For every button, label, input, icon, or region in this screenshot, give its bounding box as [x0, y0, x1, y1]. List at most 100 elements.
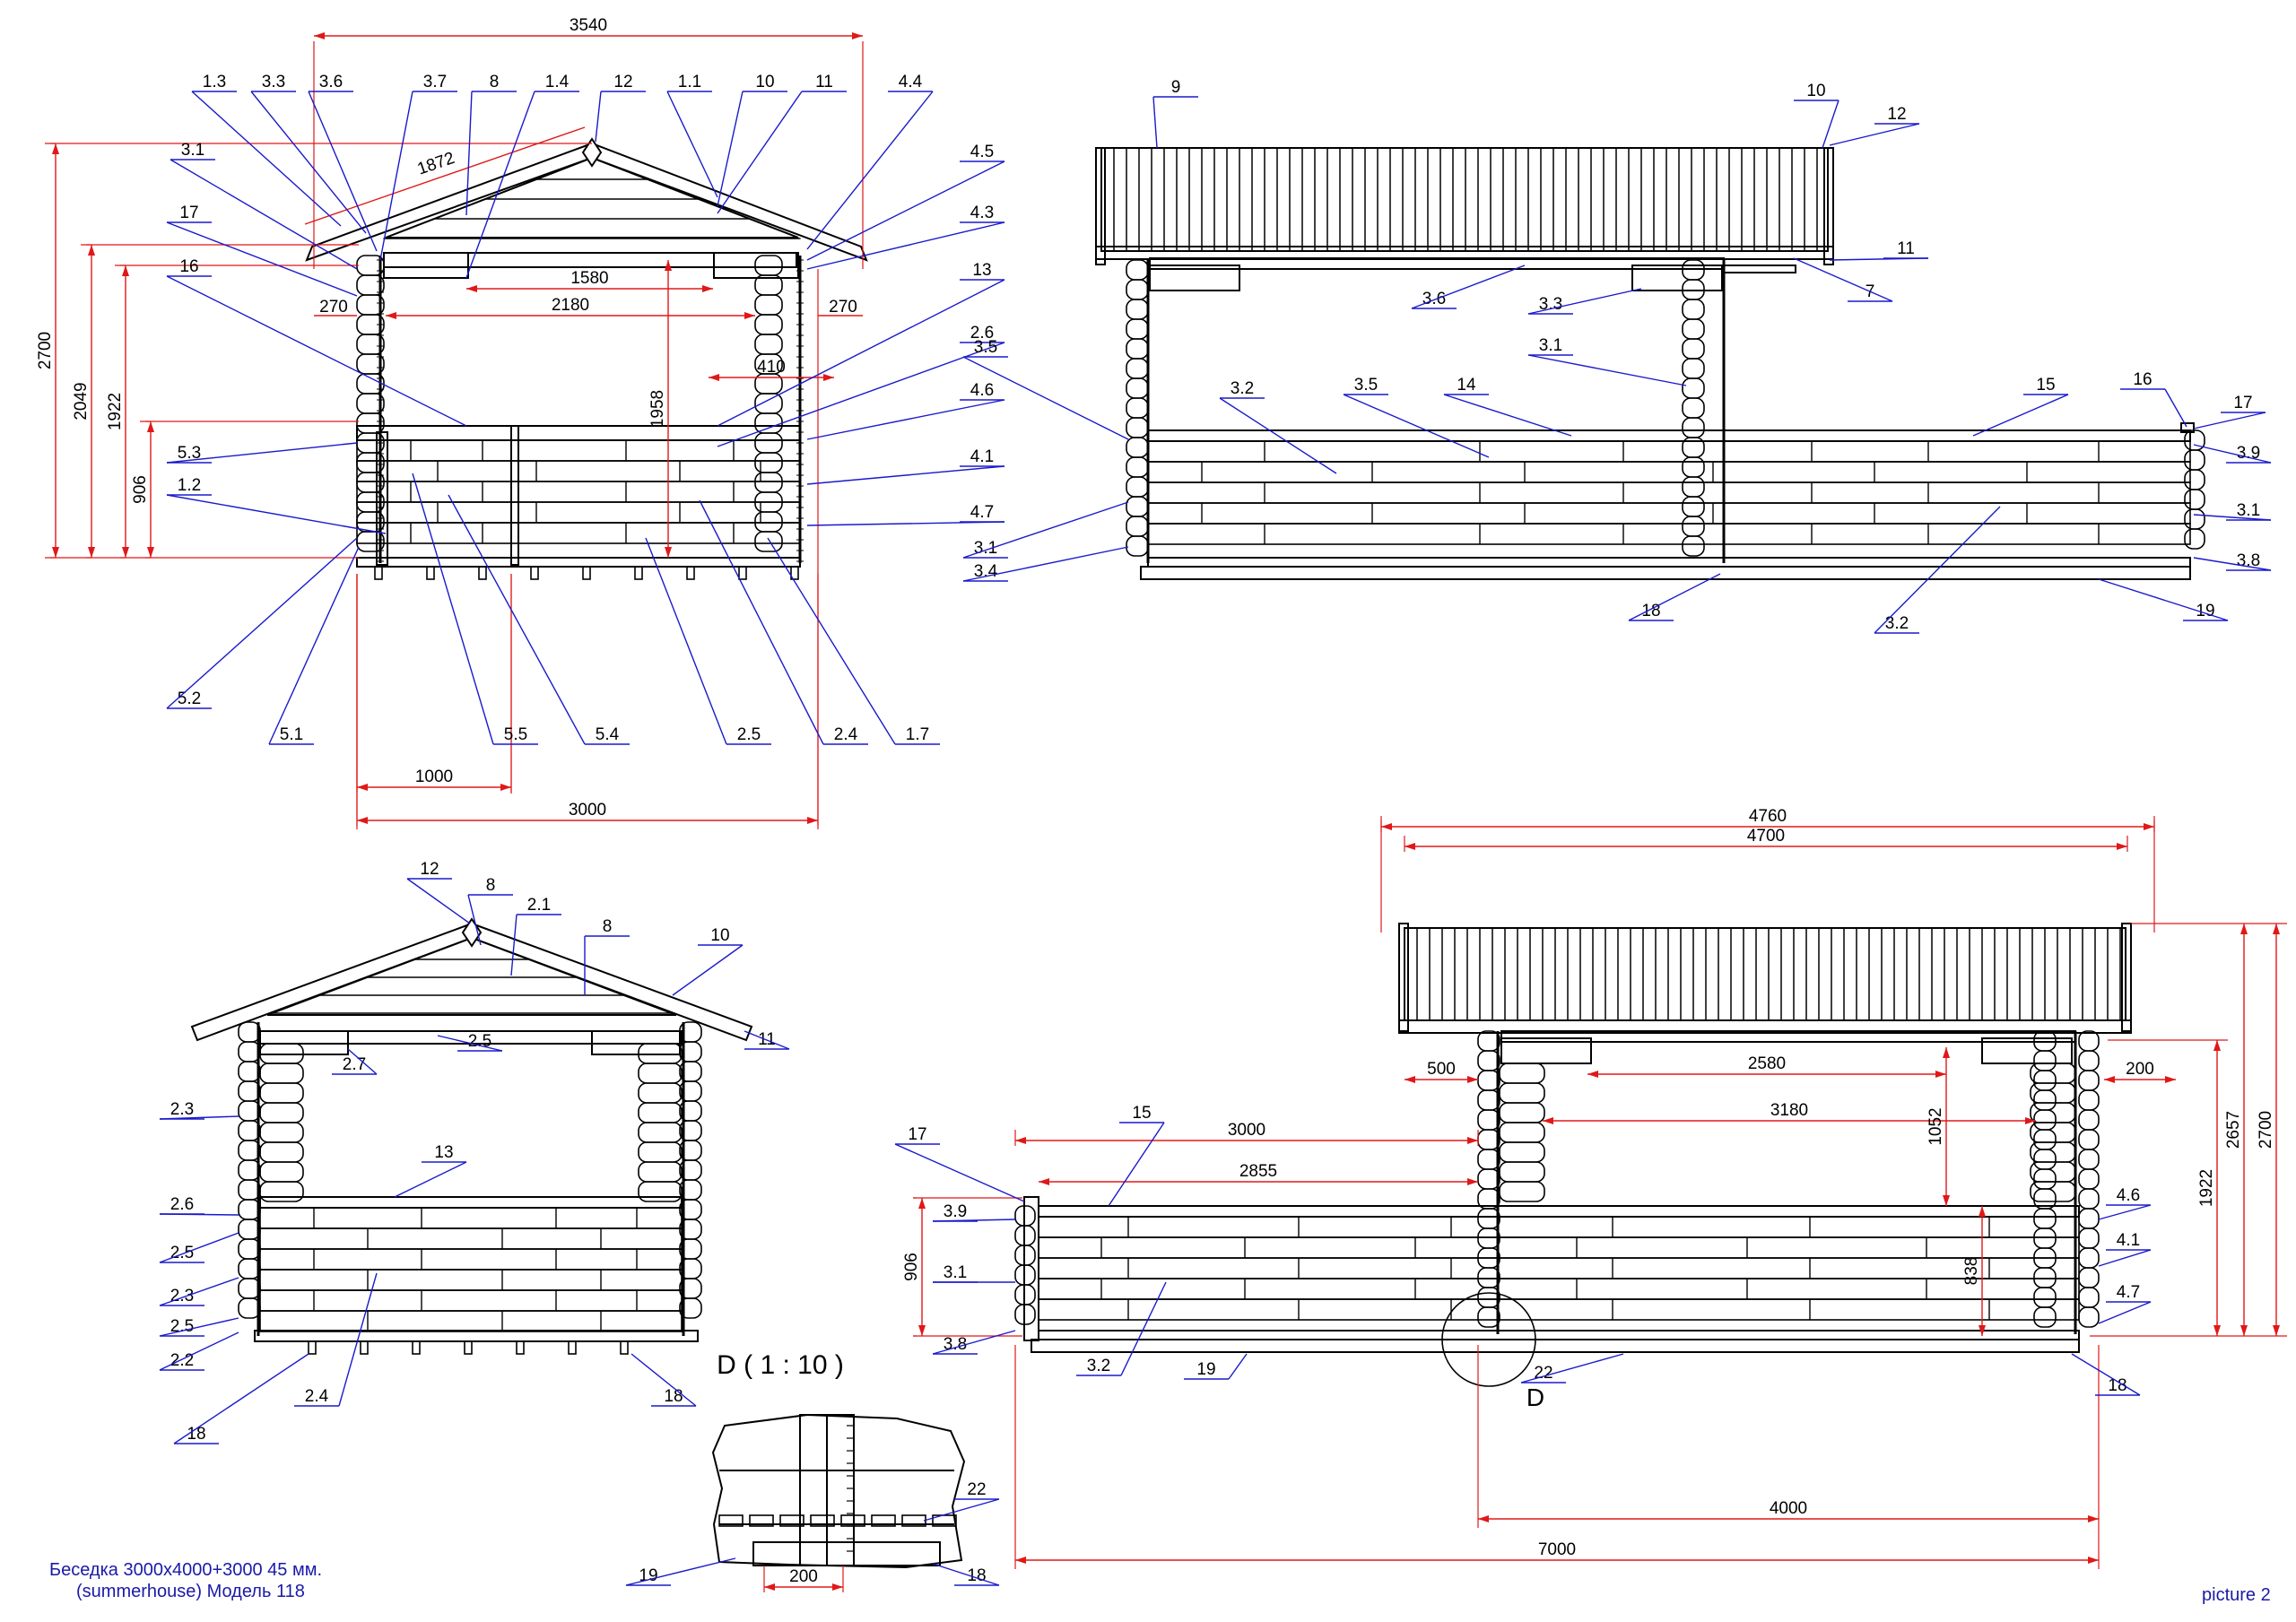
- dimension-arrow: [52, 143, 59, 154]
- part-number-label: 4.6: [970, 381, 994, 400]
- log-end: [238, 1179, 261, 1201]
- corbel: [591, 1030, 681, 1055]
- leader-line: [347, 1048, 378, 1075]
- part-number-label: 5.5: [504, 725, 527, 744]
- side-floor: [1147, 557, 2191, 568]
- leader-line: [962, 356, 1129, 440]
- dimension-value: 200: [789, 1567, 818, 1586]
- part-number-label: 2.5: [737, 725, 761, 744]
- floor-joist-end: [530, 566, 539, 580]
- log-end: [2033, 1050, 2057, 1071]
- floor-joist-end: [790, 566, 799, 580]
- gable-front: [266, 936, 677, 1016]
- wall-log: [259, 1248, 683, 1271]
- picture-caption: picture 2: [2202, 1585, 2271, 1605]
- part-number-label: 9: [1171, 78, 1181, 97]
- log-end: [2033, 1109, 2057, 1131]
- wall-log: [1147, 502, 2191, 525]
- log-end: [1682, 397, 1705, 419]
- part-number-label: 3.1: [2237, 501, 2260, 520]
- leader-line: [173, 1353, 309, 1444]
- corbel: [383, 252, 469, 279]
- ridge-cap: [581, 137, 603, 168]
- leader-line: [2098, 1249, 2152, 1267]
- log-end: [1126, 397, 1149, 419]
- detail-floor-board: [779, 1514, 804, 1527]
- log-end: [238, 1100, 261, 1122]
- dimension-arrow: [918, 1325, 926, 1336]
- wall-log: [1147, 461, 2191, 483]
- part-number-label: 2.6: [970, 324, 994, 343]
- log-end: [638, 1082, 683, 1104]
- part-number-label: 11: [1897, 239, 1915, 258]
- leader-line: [2098, 1301, 2152, 1324]
- dimension-arrow: [2117, 843, 2127, 850]
- end-post: [1023, 1196, 1039, 1341]
- leader-line: [806, 221, 1005, 270]
- part-number-label: 2.4: [834, 725, 858, 744]
- part-number-label: 4.5: [970, 143, 994, 161]
- log-end: [754, 432, 783, 454]
- dimension-value: 4700: [1747, 827, 1785, 846]
- log-end: [1499, 1181, 1545, 1202]
- log-end: [754, 531, 783, 552]
- detail-callout-label: D: [1526, 1383, 1544, 1411]
- dimension-arrow: [918, 1198, 926, 1209]
- detail-floor-board: [871, 1514, 896, 1527]
- side-post-cap: [2180, 422, 2195, 433]
- dimension-arrow: [122, 547, 129, 558]
- dimension-arrow: [1405, 1076, 1415, 1083]
- log-end: [2033, 1168, 2057, 1190]
- log-end: [2078, 1168, 2100, 1190]
- part-number-label: 3.9: [944, 1202, 967, 1221]
- leader-line: [625, 1557, 736, 1586]
- log-end: [2033, 1227, 2057, 1249]
- dimension-arrow: [1943, 1195, 1950, 1206]
- leader-line: [437, 1035, 503, 1052]
- part-number-label: 3.4: [974, 562, 998, 581]
- floor-joist-end: [464, 1340, 473, 1355]
- dimension-value: 1872: [415, 149, 457, 179]
- log-end: [1126, 338, 1149, 360]
- part-number-label: 13: [972, 261, 991, 280]
- part-number-label: 3.6: [319, 73, 343, 91]
- part-number-label: 22: [1534, 1364, 1552, 1383]
- dimension-arrow: [665, 547, 672, 558]
- log-end: [238, 1199, 261, 1220]
- wall-log: [1038, 1236, 2080, 1259]
- log-end: [1477, 1227, 1500, 1249]
- side-corbel: [1631, 265, 1723, 291]
- leader-line: [250, 91, 367, 234]
- log-end: [1126, 417, 1149, 438]
- wall-log: [259, 1207, 683, 1229]
- dimension-arrow: [744, 312, 755, 319]
- part-number-label: 2.2: [170, 1351, 194, 1370]
- floor-joist-end: [374, 566, 383, 580]
- wall-log: [259, 1227, 683, 1250]
- log-end: [754, 511, 783, 533]
- part-number-label: 2.3: [170, 1100, 194, 1119]
- wall-log: [1147, 440, 2191, 463]
- side-overhang: [1723, 265, 1796, 273]
- dimension-value: 2855: [1239, 1162, 1277, 1181]
- part-number-label: 18: [187, 1425, 205, 1444]
- part-number-label: 2.7: [343, 1055, 366, 1074]
- log-end: [2033, 1070, 2057, 1091]
- log-end: [1477, 1168, 1500, 1190]
- part-number-label: 18: [967, 1566, 986, 1585]
- part-number-label: 11: [815, 73, 833, 91]
- log-end: [638, 1181, 683, 1202]
- part-number-label: 12: [420, 860, 439, 879]
- leader-line: [1152, 96, 1158, 149]
- part-number-label: 3.8: [944, 1335, 967, 1354]
- part-number-label: 12: [1887, 105, 1906, 124]
- log-end: [2078, 1208, 2100, 1229]
- log-end: [754, 334, 783, 355]
- leader-line: [1228, 1353, 1248, 1380]
- dimension-arrow: [1979, 1206, 1986, 1217]
- log-end: [754, 314, 783, 335]
- leader-line: [166, 537, 358, 709]
- part-number-label: 3.1: [181, 141, 204, 160]
- part-number-label: 17: [908, 1125, 926, 1144]
- leader-line: [1829, 257, 1929, 261]
